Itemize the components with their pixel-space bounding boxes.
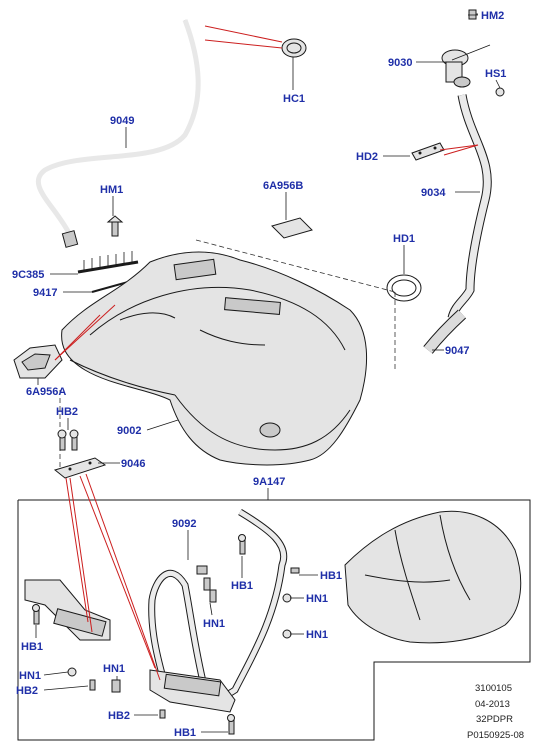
label-hd2: HD2 xyxy=(356,151,378,163)
label-hb1-d: HB1 xyxy=(174,727,196,739)
bracket-hd2 xyxy=(411,142,445,161)
footer-line-1: 3100105 xyxy=(475,683,512,694)
label-9049: 9049 xyxy=(110,115,134,127)
label-hs1: HS1 xyxy=(485,68,506,80)
label-9417: 9417 xyxy=(33,287,57,299)
footer-line-3: 32PDPR xyxy=(476,714,513,725)
label-9002: 9002 xyxy=(117,425,141,437)
footer-line-4: P0150925-08 xyxy=(467,730,524,741)
label-6a956a: 6A956A xyxy=(26,386,66,398)
label-hn1-d: HN1 xyxy=(19,670,41,682)
label-hn1-a: HN1 xyxy=(306,593,328,605)
label-9034: 9034 xyxy=(421,187,446,199)
label-hm1: HM1 xyxy=(100,184,123,196)
shield-6a956a xyxy=(13,344,63,379)
reference-footer: 3100105 04-2013 32PDPR P0150925-08 xyxy=(467,683,524,741)
hose-9047 xyxy=(423,309,467,354)
label-hb1-a: HB1 xyxy=(231,580,253,592)
label-9047: 9047 xyxy=(445,345,469,357)
pin-hm1 xyxy=(106,215,124,237)
clip-ring-hd1 xyxy=(386,274,422,302)
filler-cap-9030 xyxy=(441,49,471,88)
label-9092: 9092 xyxy=(172,518,196,530)
clamp-hc1 xyxy=(281,38,307,58)
label-hd1: HD1 xyxy=(393,233,415,245)
grommet-hs1 xyxy=(495,87,505,97)
bolts-hb2 xyxy=(57,429,79,451)
label-hn1-e: HN1 xyxy=(103,663,125,675)
detail-frame xyxy=(17,499,531,741)
crossmember-left xyxy=(24,579,111,641)
label-9030: 9030 xyxy=(388,57,412,69)
label-hb1-b: HB1 xyxy=(320,570,342,582)
label-hc1: HC1 xyxy=(283,93,305,105)
crossmember-right xyxy=(149,669,236,713)
label-hn1-c: HN1 xyxy=(306,629,328,641)
label-9a147: 9A147 xyxy=(253,476,285,488)
clip-strip-9c385 xyxy=(77,251,139,274)
filler-pipe-9034 xyxy=(447,94,492,320)
label-hm2: HM2 xyxy=(481,10,504,22)
fuel-tank-9002 xyxy=(61,251,368,466)
bracket-9046 xyxy=(53,457,107,479)
leader-lines xyxy=(35,14,501,733)
footer-line-2: 04-2013 xyxy=(475,699,510,710)
label-hb2-a: HB2 xyxy=(16,685,38,697)
strip-9417 xyxy=(91,281,129,293)
label-hn1-b: HN1 xyxy=(203,618,225,630)
label-hb2-top: HB2 xyxy=(56,406,78,418)
label-hb1-c: HB1 xyxy=(21,641,43,653)
tank-strap-frame xyxy=(148,508,288,701)
heat-shield xyxy=(344,510,522,644)
label-6a956b: 6A956B xyxy=(263,180,303,192)
label-9046: 9046 xyxy=(121,458,145,470)
callout-labels: HM2 9030 HS1 HC1 9049 HD2 6A956B 9034 HM… xyxy=(12,10,506,739)
fixing-hm2 xyxy=(468,9,478,20)
breather-hose-9049 xyxy=(35,19,201,248)
fasteners xyxy=(32,534,300,735)
label-9c385: 9C385 xyxy=(12,269,44,281)
label-hb2-b: HB2 xyxy=(108,710,130,722)
pad-6a956b xyxy=(271,217,313,239)
